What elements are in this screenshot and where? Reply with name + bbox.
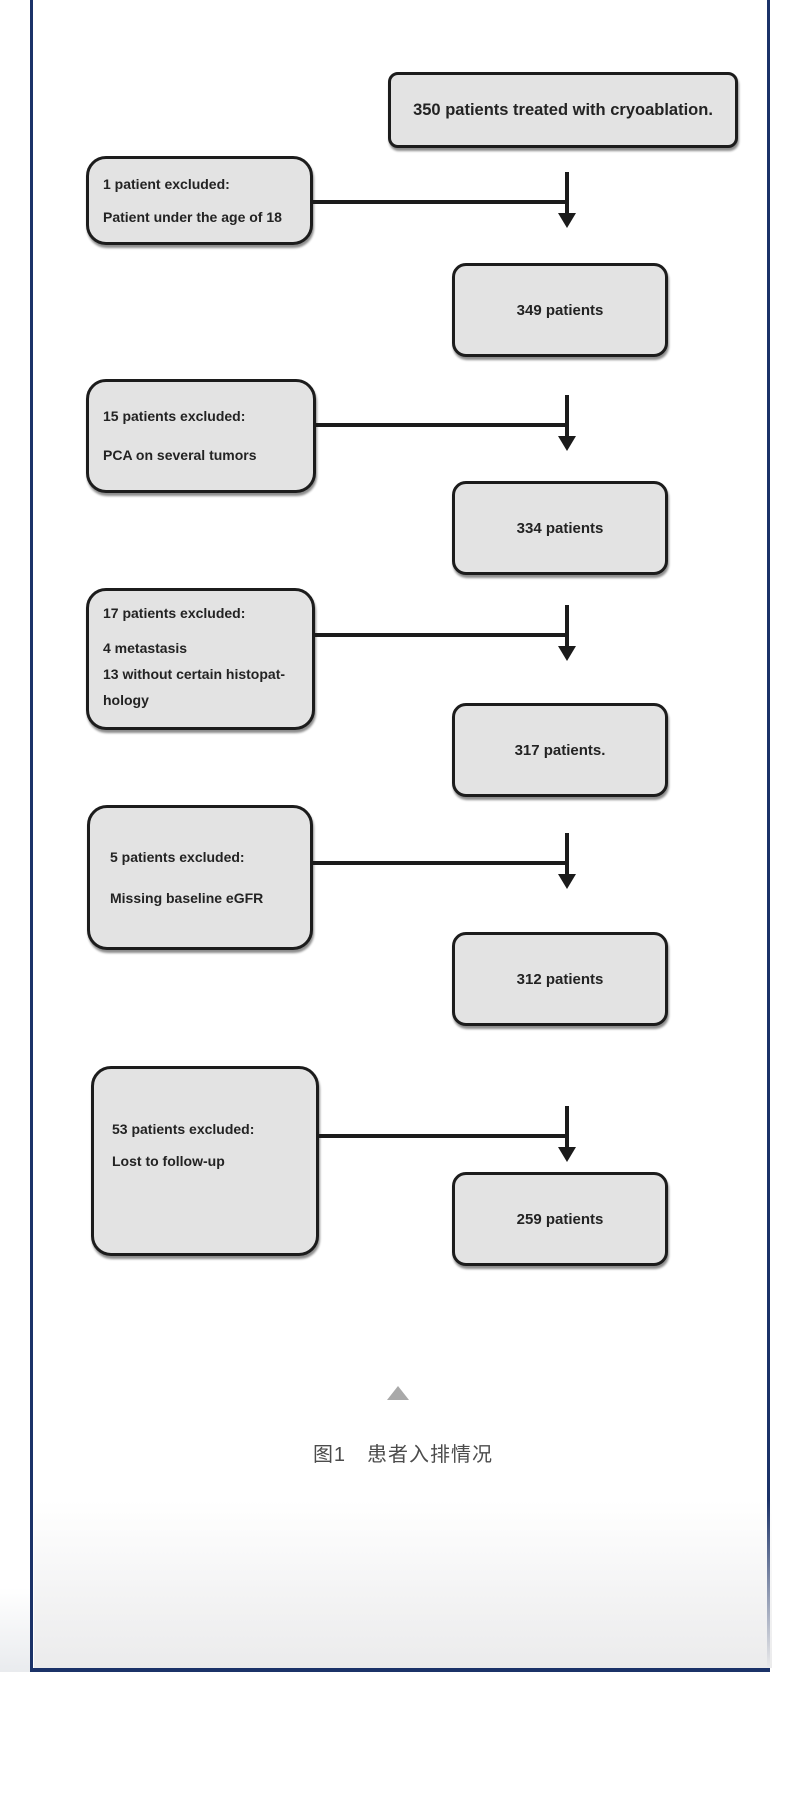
exclusion-line: Lost to follow-up: [112, 1152, 225, 1169]
arrowhead-down-4: [558, 874, 576, 889]
arrowhead-down-3: [558, 646, 576, 661]
figure-caption: 图1 患者入排情况: [312, 1444, 494, 1466]
exclusion-line: 15 patients excluded:: [103, 408, 246, 424]
flow-box-350: 350 patients treated with cryoablation.: [388, 72, 738, 148]
exclusion-box-2: 15 patients excluded: PCA on several tum…: [86, 379, 316, 493]
exclusion-box-4: 5 patients excluded: Missing baseline eG…: [87, 805, 313, 950]
connector-2-vertical: [565, 395, 569, 437]
flow-box-label: 349 patients: [516, 301, 604, 319]
flow-box-259: 259 patients: [452, 1172, 668, 1266]
connector-5-vertical: [565, 1106, 569, 1148]
connector-1-horizontal: [313, 200, 567, 204]
exclusion-line: 1 patient excluded:: [103, 175, 230, 192]
bottom-gradient: [34, 1500, 772, 1668]
flow-box-334: 334 patients: [452, 481, 668, 575]
arrowhead-down-5: [558, 1147, 576, 1162]
connector-4-vertical: [565, 833, 569, 875]
collapse-triangle-icon[interactable]: [387, 1386, 409, 1400]
exclusion-line: Missing baseline eGFR: [110, 889, 264, 906]
flow-box-label: 312 patients: [516, 970, 604, 988]
exclusion-line: 17 patients excluded:: [103, 605, 246, 621]
exclusion-line: Patient under the age of 18: [103, 208, 282, 225]
exclusion-box-5: 53 patients excluded: Lost to follow-up: [91, 1066, 319, 1256]
connector-1-vertical: [565, 172, 569, 214]
flow-box-317: 317 patients.: [452, 703, 668, 797]
arrowhead-down-1: [558, 213, 576, 228]
exclusion-box-3: 17 patients excluded: 4 metastasis 13 wi…: [86, 588, 315, 730]
flow-box-label: 350 patients treated with cryoablation.: [413, 100, 713, 119]
outer-left-gradient: [0, 1588, 30, 1672]
exclusion-box-1: 1 patient excluded: Patient under the ag…: [86, 156, 313, 245]
connector-3-horizontal: [315, 633, 567, 637]
exclusion-line: PCA on several tumors: [103, 447, 257, 463]
exclusion-line: 5 patients excluded:: [110, 848, 245, 865]
flow-box-312: 312 patients: [452, 932, 668, 1026]
exclusion-line: 53 patients excluded:: [112, 1120, 255, 1137]
connector-5-horizontal: [319, 1134, 567, 1138]
flow-box-349: 349 patients: [452, 263, 668, 357]
connector-4-horizontal: [313, 861, 567, 865]
flow-box-label: 317 patients.: [514, 741, 606, 759]
exclusion-line: 13 without certain histopat-: [103, 666, 286, 682]
exclusion-line: 4 metastasis: [103, 640, 188, 656]
connector-2-horizontal: [316, 423, 567, 427]
flow-box-label: 334 patients: [516, 519, 604, 537]
connector-3-vertical: [565, 605, 569, 647]
page-frame-border: [30, 0, 770, 1672]
arrowhead-down-2: [558, 436, 576, 451]
flow-box-label: 259 patients: [516, 1210, 604, 1228]
exclusion-line: hology: [103, 692, 149, 708]
